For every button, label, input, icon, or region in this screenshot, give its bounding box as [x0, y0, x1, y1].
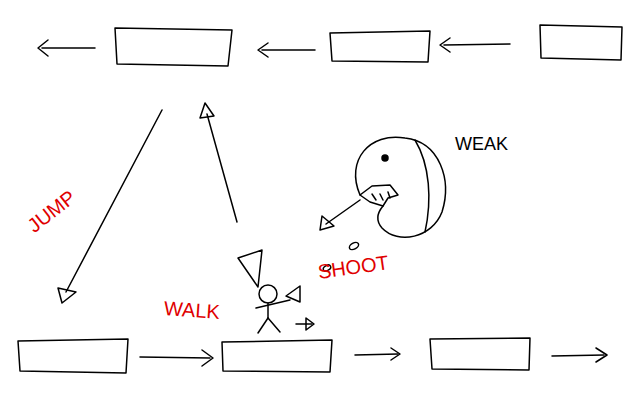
platform [18, 339, 128, 373]
monster [320, 137, 445, 237]
action-label: WALK [163, 298, 220, 322]
player-figure [238, 250, 314, 333]
move-arrow [38, 38, 510, 57]
action-label: JUMP [24, 187, 79, 236]
platform [115, 28, 232, 66]
platform [430, 338, 530, 370]
platform [330, 31, 430, 62]
move-arrow [140, 348, 607, 366]
platform [222, 340, 332, 372]
monster-note: WEAK [455, 135, 508, 153]
action-label: SHOOT [317, 252, 390, 282]
platform [540, 25, 622, 60]
jump-arrow [58, 103, 237, 303]
